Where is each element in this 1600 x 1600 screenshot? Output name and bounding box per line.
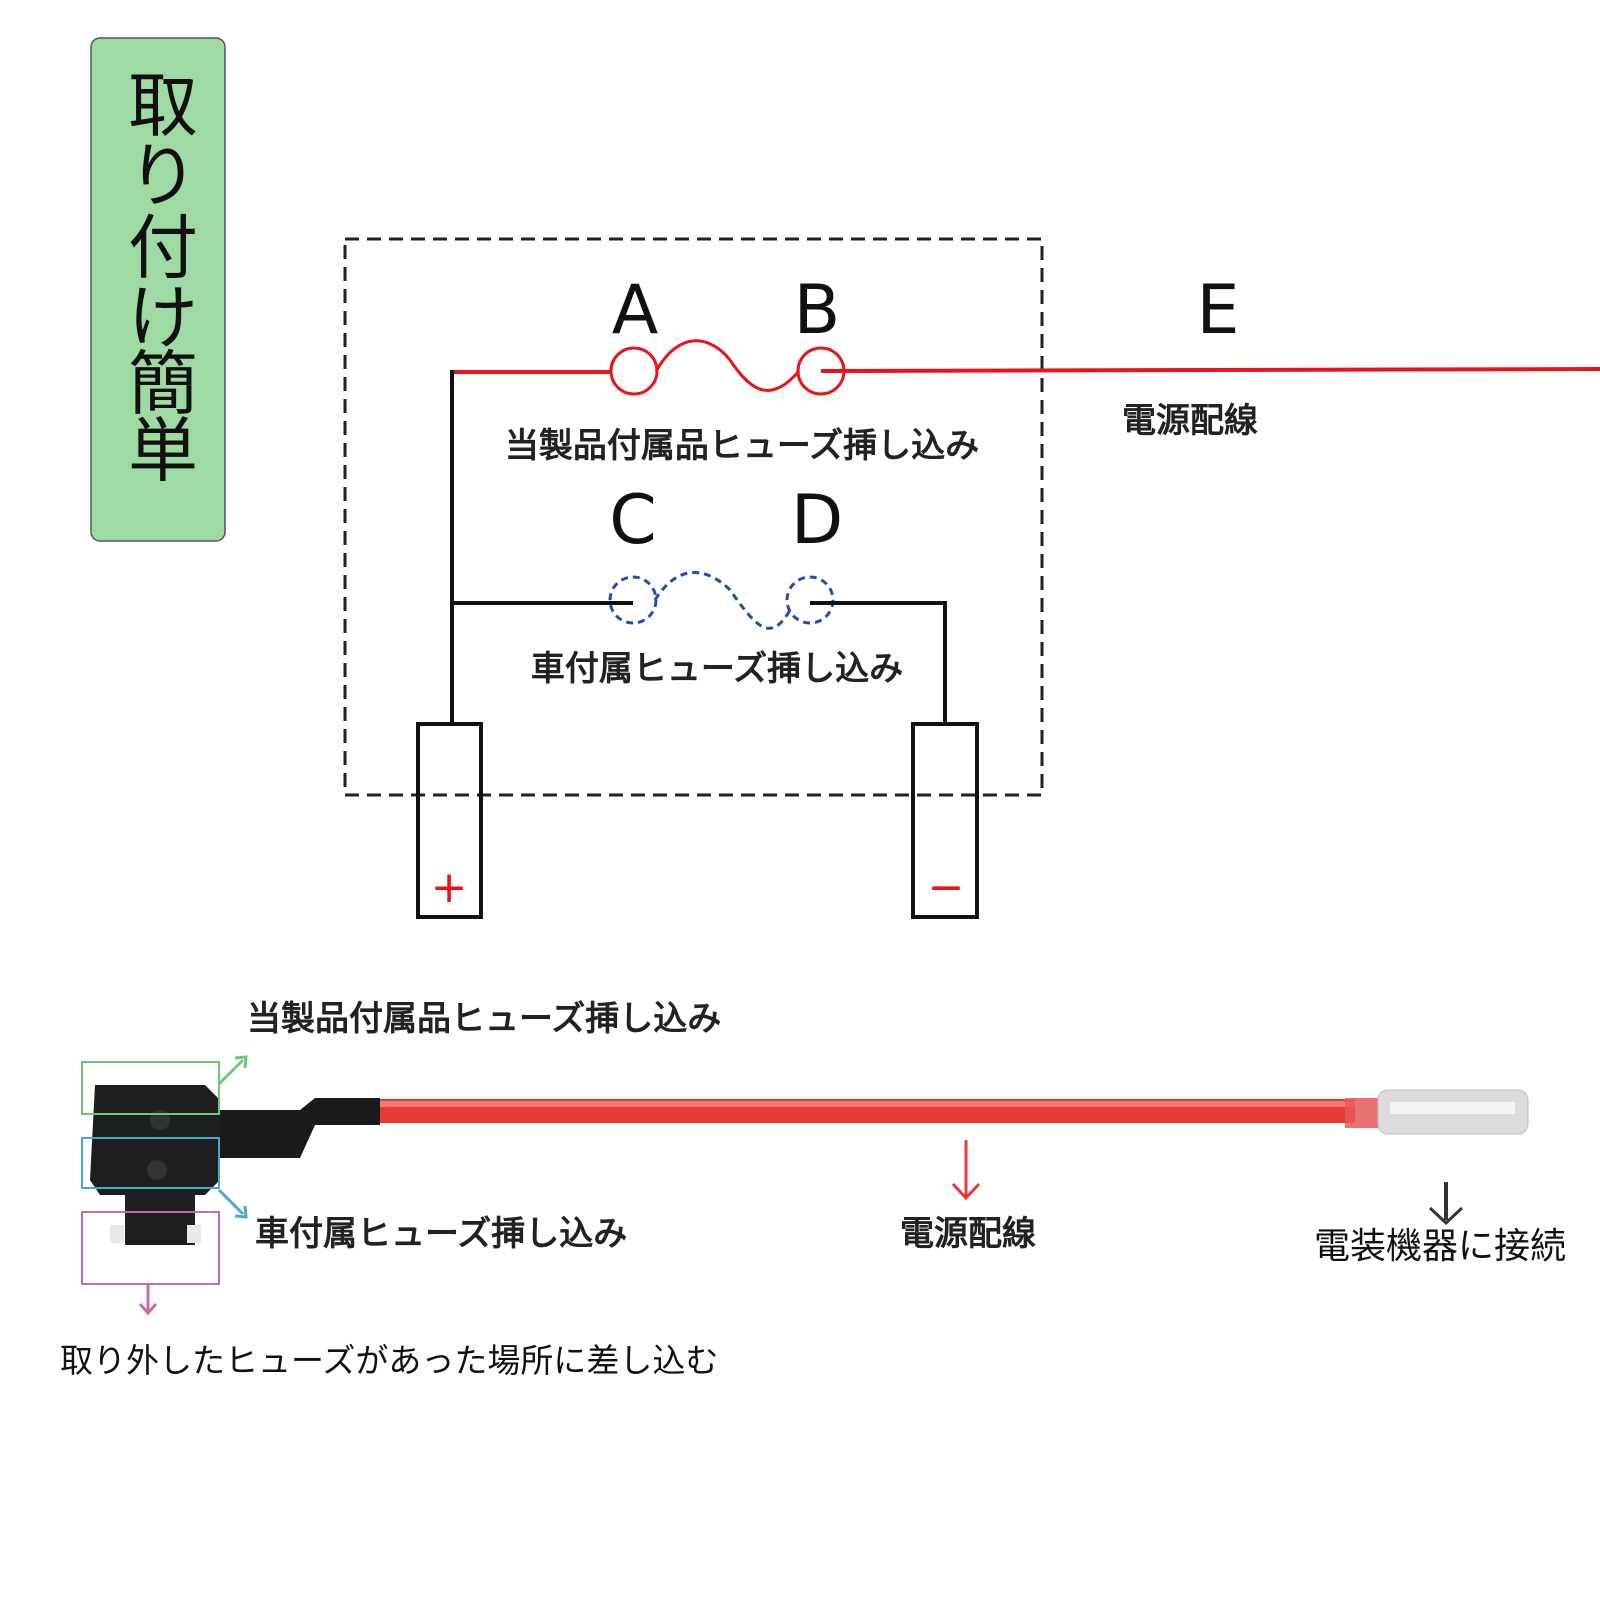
- terminal-c-label: C: [609, 481, 656, 560]
- minus-blade: [911, 722, 979, 919]
- blue-arrowhead: [234, 1205, 248, 1219]
- photo-car-fuse-label: 車付属ヒューズ挿し込み: [255, 1214, 627, 1254]
- car-fuse-element: [653, 571, 792, 630]
- terminal-sleeve: [1345, 1098, 1380, 1128]
- terminal-a-label: A: [612, 271, 659, 350]
- title-char: 付: [128, 207, 198, 289]
- terminal-c: [608, 575, 658, 625]
- plus-blade: [416, 722, 483, 919]
- photo-product-fuse-label: 当製品付属品ヒューズ挿し込み: [247, 999, 721, 1039]
- fuse-tap-boundary: [343, 237, 1044, 797]
- car-fuse-slot-box: [81, 1137, 220, 1189]
- blue-arrow-icon: [217, 1188, 245, 1216]
- terminal-b-label: B: [794, 271, 841, 350]
- title-char: 取: [128, 65, 198, 147]
- green-arrow-icon: [217, 1058, 245, 1086]
- blade-metal: [187, 1225, 201, 1243]
- terminal-d-label: D: [791, 481, 843, 560]
- plus-sign: +: [431, 862, 468, 913]
- title-char: 単: [128, 410, 198, 492]
- terminal-shine: [1390, 1102, 1515, 1114]
- red-arrowhead: [951, 1182, 981, 1201]
- blade-box: [81, 1211, 220, 1285]
- pink-arrowhead: [138, 1303, 158, 1316]
- title-char: り: [128, 135, 198, 217]
- terminal-d: [785, 575, 835, 625]
- black-wire-right: [810, 601, 947, 724]
- power-wire-label: 電源配線: [1122, 401, 1258, 441]
- schematic: A B E 当製品付属品ヒューズ挿し込み 電源配線 C D 車付属ヒューズ挿し込…: [343, 237, 1600, 919]
- photo-power-wire-label: 電源配線: [900, 1214, 1036, 1254]
- socket-post: [147, 1160, 167, 1180]
- title-char: け: [128, 277, 198, 359]
- title-char: 簡: [128, 343, 198, 425]
- car-fuse-label: 車付属ヒューズ挿し込み: [531, 649, 903, 689]
- blade-metal: [110, 1225, 124, 1243]
- connect-device-label: 電装機器に接続: [1314, 1226, 1566, 1267]
- black-arrowhead: [1428, 1206, 1464, 1226]
- heat-shrink: [210, 1098, 380, 1158]
- power-wire: [820, 367, 1600, 373]
- insert-instruction-label: 取り外したヒューズがあった場所に差し込む: [60, 1341, 718, 1380]
- product-photo: 当製品付属品ヒューズ挿し込み 車付属ヒューズ挿し込み 電源配線 電装機器に接続 …: [60, 999, 1566, 1380]
- product-fuse-label: 当製品付属品ヒューズ挿し込み: [505, 426, 979, 466]
- title-badge: 取 り 付 け 簡 単: [90, 37, 226, 542]
- product-fuse-slot-box: [81, 1061, 220, 1115]
- cable-highlight: [370, 1101, 1355, 1107]
- product-fuse-element: [654, 339, 801, 392]
- terminal-a: [609, 346, 659, 396]
- terminal-e-label: E: [1197, 271, 1240, 350]
- minus-sign: −: [928, 862, 965, 913]
- green-arrowhead: [234, 1055, 248, 1069]
